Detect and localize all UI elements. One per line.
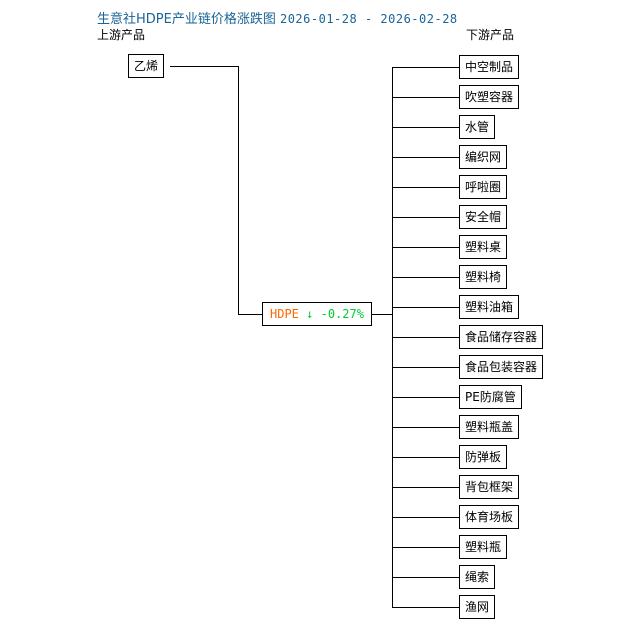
downstream-node[interactable]: 渔网 [459, 595, 496, 619]
center-node-symbol: HDPE [270, 307, 299, 321]
downstream-column-header: 下游产品 [466, 28, 515, 42]
downstream-node[interactable]: 中空制品 [459, 55, 520, 79]
downstream-connector-0 [392, 67, 459, 68]
upstream-connector-to-center [238, 314, 263, 315]
downstream-node[interactable]: 绳索 [459, 565, 496, 589]
downstream-node[interactable]: 食品储存容器 [459, 325, 544, 349]
downstream-connector-13 [392, 457, 459, 458]
downstream-connector-10 [392, 367, 459, 368]
upstream-node-ethylene[interactable]: 乙烯 [128, 54, 165, 78]
downstream-connector-17 [392, 577, 459, 578]
downstream-node[interactable]: 吹塑容器 [459, 85, 520, 109]
downstream-node[interactable]: 食品包装容器 [459, 355, 544, 379]
downstream-connector-5 [392, 217, 459, 218]
upstream-connector-vertical [238, 66, 239, 314]
downstream-node[interactable]: 塑料瓶盖 [459, 415, 520, 439]
downstream-connector-4 [392, 187, 459, 188]
downstream-node[interactable]: PE防腐管 [459, 385, 522, 409]
downstream-connector-6 [392, 247, 459, 248]
downstream-connector-7 [392, 277, 459, 278]
downstream-node[interactable]: 防弹板 [459, 445, 508, 469]
downstream-connector-15 [392, 517, 459, 518]
downstream-node[interactable]: 塑料油箱 [459, 295, 520, 319]
downstream-node[interactable]: 呼啦圈 [459, 175, 508, 199]
upstream-connector-horizontal [170, 66, 239, 67]
downstream-node[interactable]: 编织网 [459, 145, 508, 169]
downstream-connector-14 [392, 487, 459, 488]
downstream-connector-8 [392, 307, 459, 308]
downstream-connector-2 [392, 127, 459, 128]
downstream-connector-9 [392, 337, 459, 338]
title-text: 生意社HDPE产业链价格涨跌图 [97, 12, 276, 27]
downstream-node[interactable]: 塑料瓶 [459, 535, 508, 559]
downstream-connector-12 [392, 427, 459, 428]
upstream-column-header: 上游产品 [97, 28, 146, 42]
trend-down-icon: ↓ [306, 307, 314, 321]
date-range: 2026-01-28 - 2026-02-28 [279, 12, 458, 26]
center-node-hdpe[interactable]: HDPE ↓ -0.27% [262, 302, 372, 326]
downstream-node[interactable]: 背包框架 [459, 475, 520, 499]
center-connector-to-trunk [368, 314, 393, 315]
downstream-node[interactable]: 体育场板 [459, 505, 520, 529]
downstream-connector-3 [392, 157, 459, 158]
downstream-node[interactable]: 塑料椅 [459, 265, 508, 289]
downstream-connector-18 [392, 607, 459, 608]
downstream-connector-11 [392, 397, 459, 398]
downstream-node[interactable]: 安全帽 [459, 205, 508, 229]
center-node-change: -0.27% [320, 307, 364, 321]
downstream-connector-16 [392, 547, 459, 548]
page-title: 生意社HDPE产业链价格涨跌图 2026-01-28 - 2026-02-28 [97, 8, 458, 27]
downstream-node[interactable]: 塑料桌 [459, 235, 508, 259]
downstream-node[interactable]: 水管 [459, 115, 496, 139]
downstream-connector-1 [392, 97, 459, 98]
